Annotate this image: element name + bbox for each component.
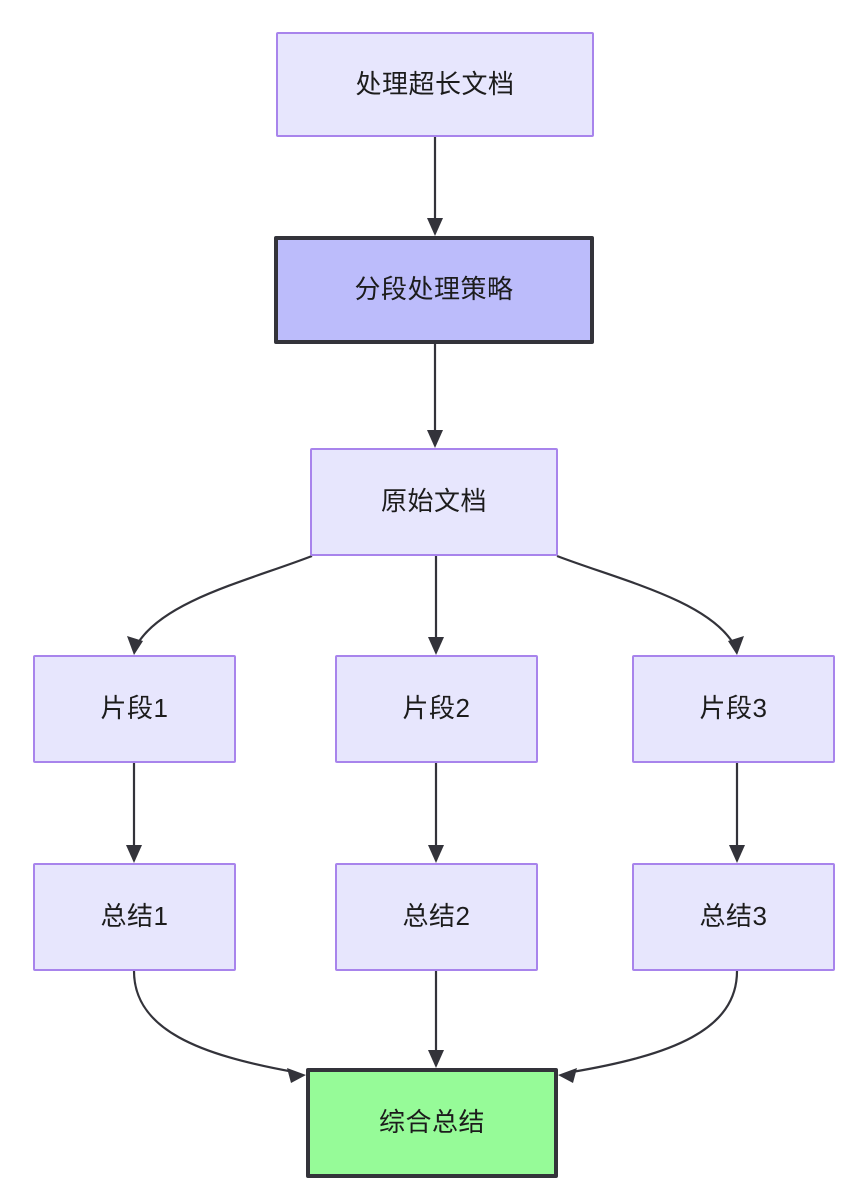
node-process-long-document[interactable]: 处理超长文档	[276, 32, 594, 137]
node-label: 片段2	[402, 693, 471, 724]
node-label: 片段3	[699, 693, 768, 724]
node-source-document[interactable]: 原始文档	[310, 448, 558, 556]
node-final-summary[interactable]: 综合总结	[306, 1068, 558, 1178]
node-label: 分段处理策略	[354, 274, 514, 305]
node-label: 片段1	[100, 693, 169, 724]
edge-strategy-source	[427, 344, 443, 448]
node-label: 总结1	[100, 901, 169, 932]
edge-fragment3-summary3	[729, 763, 745, 863]
edge-summary3-final	[558, 970, 739, 1083]
node-summary-1[interactable]: 总结1	[33, 863, 236, 971]
node-label: 总结2	[402, 901, 471, 932]
edge-source-fragment3	[556, 554, 744, 655]
node-summary-3[interactable]: 总结3	[632, 863, 835, 971]
node-fragment-3[interactable]: 片段3	[632, 655, 835, 763]
edge-fragment2-summary2	[428, 763, 444, 863]
node-label: 原始文档	[380, 486, 487, 517]
node-fragment-1[interactable]: 片段1	[33, 655, 236, 763]
edge-summary2-final	[428, 971, 444, 1068]
edge-source-fragment2	[428, 556, 444, 655]
edge-summary1-final	[132, 970, 306, 1083]
edge-fragment1-summary1	[126, 763, 142, 863]
node-chunking-strategy[interactable]: 分段处理策略	[274, 236, 594, 344]
node-label: 综合总结	[378, 1107, 485, 1138]
node-fragment-2[interactable]: 片段2	[335, 655, 538, 763]
node-label: 处理超长文档	[355, 68, 515, 99]
edge-source-fragment1	[127, 554, 313, 655]
node-summary-2[interactable]: 总结2	[335, 863, 538, 971]
node-label: 总结3	[699, 901, 768, 932]
edge-root-strategy	[427, 137, 443, 236]
